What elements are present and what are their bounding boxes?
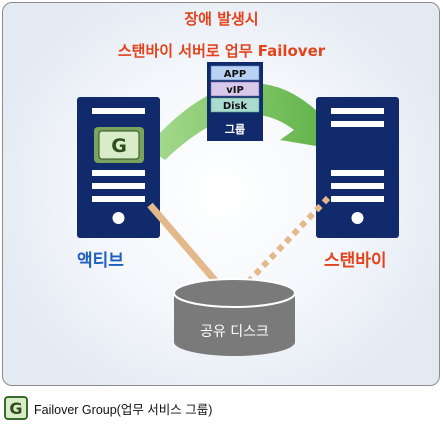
group-item-vip: vIP — [226, 85, 244, 96]
shared-disk: 공유 디스크 — [173, 278, 296, 356]
group-icon: G — [94, 127, 144, 163]
active-label: 액티브 — [77, 251, 124, 271]
standby-server — [316, 97, 399, 238]
failover-arrow — [146, 83, 330, 160]
legend: G Failover Group(업무 서비스 그룹) — [4, 395, 212, 421]
diagram-subtitle: 스탠바이 서버로 업무 Failover — [117, 42, 326, 60]
legend-group-icon: G — [4, 396, 28, 420]
group-item-app: APP — [224, 69, 246, 80]
disk-label: 공유 디스크 — [200, 324, 269, 340]
diagram-title: 장애 발생시 — [184, 10, 259, 28]
group-item-disk: Disk — [223, 101, 248, 112]
group-box: APP vIP Disk 그룹 — [207, 62, 263, 141]
active-server — [77, 97, 160, 238]
group-icon-letter: G — [111, 135, 127, 157]
standby-label: 스탠바이 — [324, 251, 387, 271]
standby-disk-link — [245, 195, 331, 285]
group-box-label: 그룹 — [225, 123, 245, 136]
legend-text: Failover Group(업무 서비스 그룹) — [34, 402, 213, 417]
active-disk-link — [147, 202, 228, 295]
